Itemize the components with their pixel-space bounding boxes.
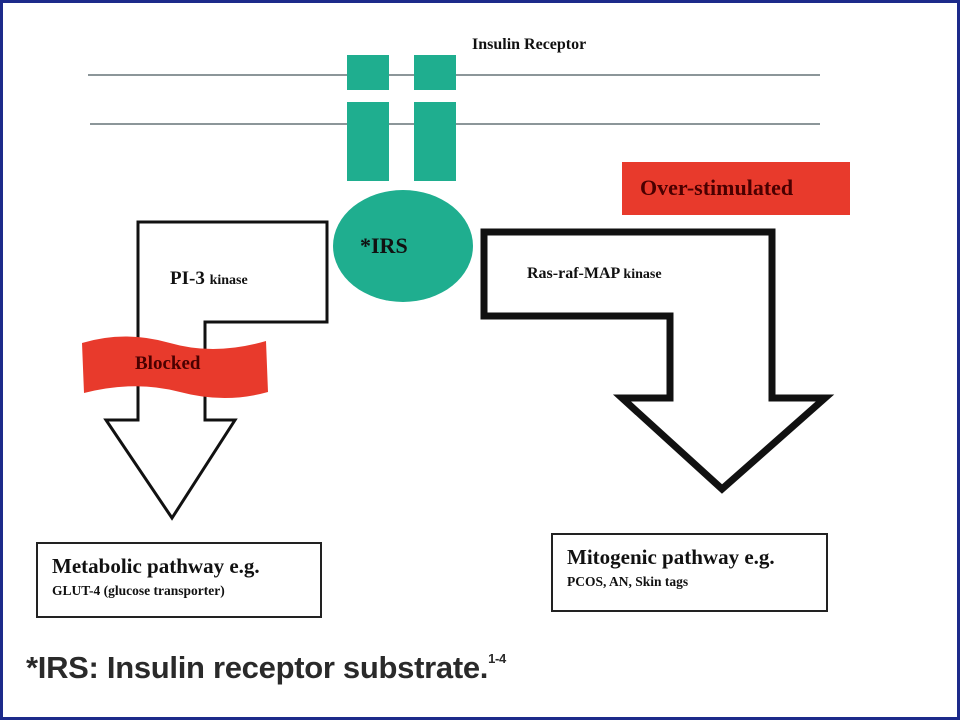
pi3-main: PI-3 <box>170 268 210 289</box>
irs-footnote: *IRS: Insulin receptor substrate.1-4 <box>26 650 506 686</box>
over-stimulated-label: Over-stimulated <box>640 175 794 200</box>
irs-ellipse <box>333 190 473 302</box>
mitogenic-pathway-box: Mitogenic pathway e.g. PCOS, AN, Skin ta… <box>551 533 828 612</box>
pi3-kinase-label: PI-3 kinase <box>170 268 248 290</box>
pi3-kinase-arrow <box>103 220 329 521</box>
ras-main: Ras-raf-MAP <box>527 265 624 282</box>
blocked-banner <box>82 336 268 398</box>
receptor-beta-right <box>414 102 456 181</box>
mitogenic-pathway-detail: PCOS, AN, Skin tags <box>567 574 689 589</box>
blocked-label: Blocked <box>135 353 201 374</box>
insulin-receptor-icon <box>347 55 456 181</box>
receptor-beta-left <box>347 102 389 181</box>
metabolic-pathway-title: Metabolic pathway e.g. <box>52 554 260 578</box>
metabolic-pathway-detail: GLUT-4 (glucose transporter) <box>52 583 225 598</box>
over-stimulated-banner <box>622 162 850 215</box>
irs-label: *IRS <box>360 233 408 258</box>
receptor-alpha-left <box>347 55 389 90</box>
footnote-text: *IRS: Insulin receptor substrate. <box>26 650 489 685</box>
receptor-alpha-right <box>414 55 456 90</box>
ras-raf-map-kinase-label: Ras-raf-MAP kinase <box>527 265 662 283</box>
ras-kinase-word: kinase <box>623 267 662 282</box>
pi3-kinase-word: kinase <box>209 273 248 288</box>
ras-raf-map-kinase-arrow <box>480 228 835 494</box>
metabolic-pathway-box: Metabolic pathway e.g. GLUT-4 (glucose t… <box>36 542 322 618</box>
footnote-reference: 1-4 <box>488 650 506 666</box>
mitogenic-pathway-title: Mitogenic pathway e.g. <box>567 545 775 569</box>
insulin-receptor-label: Insulin Receptor <box>472 36 587 53</box>
